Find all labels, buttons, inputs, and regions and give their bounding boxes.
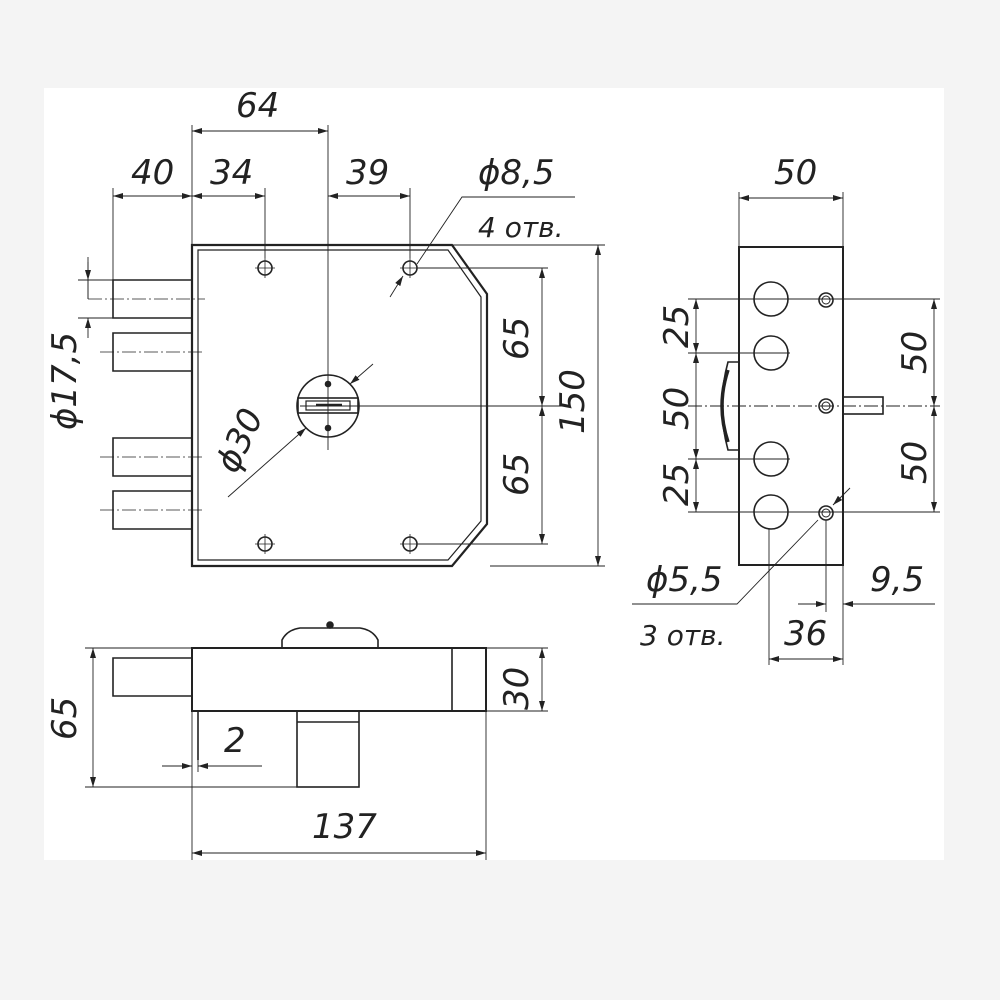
drawing-sheet	[44, 88, 944, 860]
dim-upper-65: 65	[497, 317, 537, 360]
dim-64: 64	[236, 86, 279, 126]
side-dimensions	[632, 192, 940, 665]
bottom-left-bolt	[112, 657, 192, 697]
bottom-cylinder-body	[296, 710, 360, 788]
dim-side-right-50-top: 50	[895, 331, 935, 374]
front-dimensions	[78, 125, 605, 567]
dim-bottom-depth-65: 65	[45, 697, 85, 740]
dim-bottom-2: 2	[224, 721, 246, 761]
bottom-dimensions	[85, 647, 548, 860]
hole-centerlines	[255, 258, 420, 554]
dim-lower-65: 65	[497, 453, 537, 496]
dim-side-right-50-bottom: 50	[895, 441, 935, 484]
dim-bottom-width-137: 137	[312, 807, 377, 847]
dimension-labels: 64 40 34 39 ϕ8,5 4 отв. ϕ17,5 ϕ30 65 65 …	[45, 86, 935, 847]
dim-40: 40	[131, 153, 174, 193]
dim-side-left-25-bottom: 25	[657, 463, 697, 506]
side-screw-hole	[818, 292, 834, 308]
dim-bottom-30: 30	[497, 667, 537, 710]
dim-side-left-25-top: 25	[657, 305, 697, 348]
dim-hole-dia-8-5: ϕ8,5	[478, 153, 555, 193]
dim-34: 34	[210, 153, 253, 193]
dim-bolt-dia-17-5: ϕ17,5	[45, 332, 85, 430]
dim-36: 36	[784, 614, 827, 654]
dim-side-left-50: 50	[657, 387, 697, 430]
bolt-centerlines	[88, 298, 205, 511]
dim-holes-count-3: 3 отв.	[640, 619, 726, 652]
dim-hole-dia-5-5: ϕ5,5	[646, 560, 723, 600]
dim-holes-count-4: 4 отв.	[478, 211, 564, 244]
dim-9-5: 9,5	[870, 560, 924, 600]
dim-height-150: 150	[553, 369, 593, 434]
dim-39: 39	[346, 153, 389, 193]
front-view	[88, 125, 568, 568]
side-shaft	[842, 396, 884, 415]
front-body-inner-outline	[197, 249, 482, 561]
dim-side-width-50: 50	[774, 153, 817, 193]
